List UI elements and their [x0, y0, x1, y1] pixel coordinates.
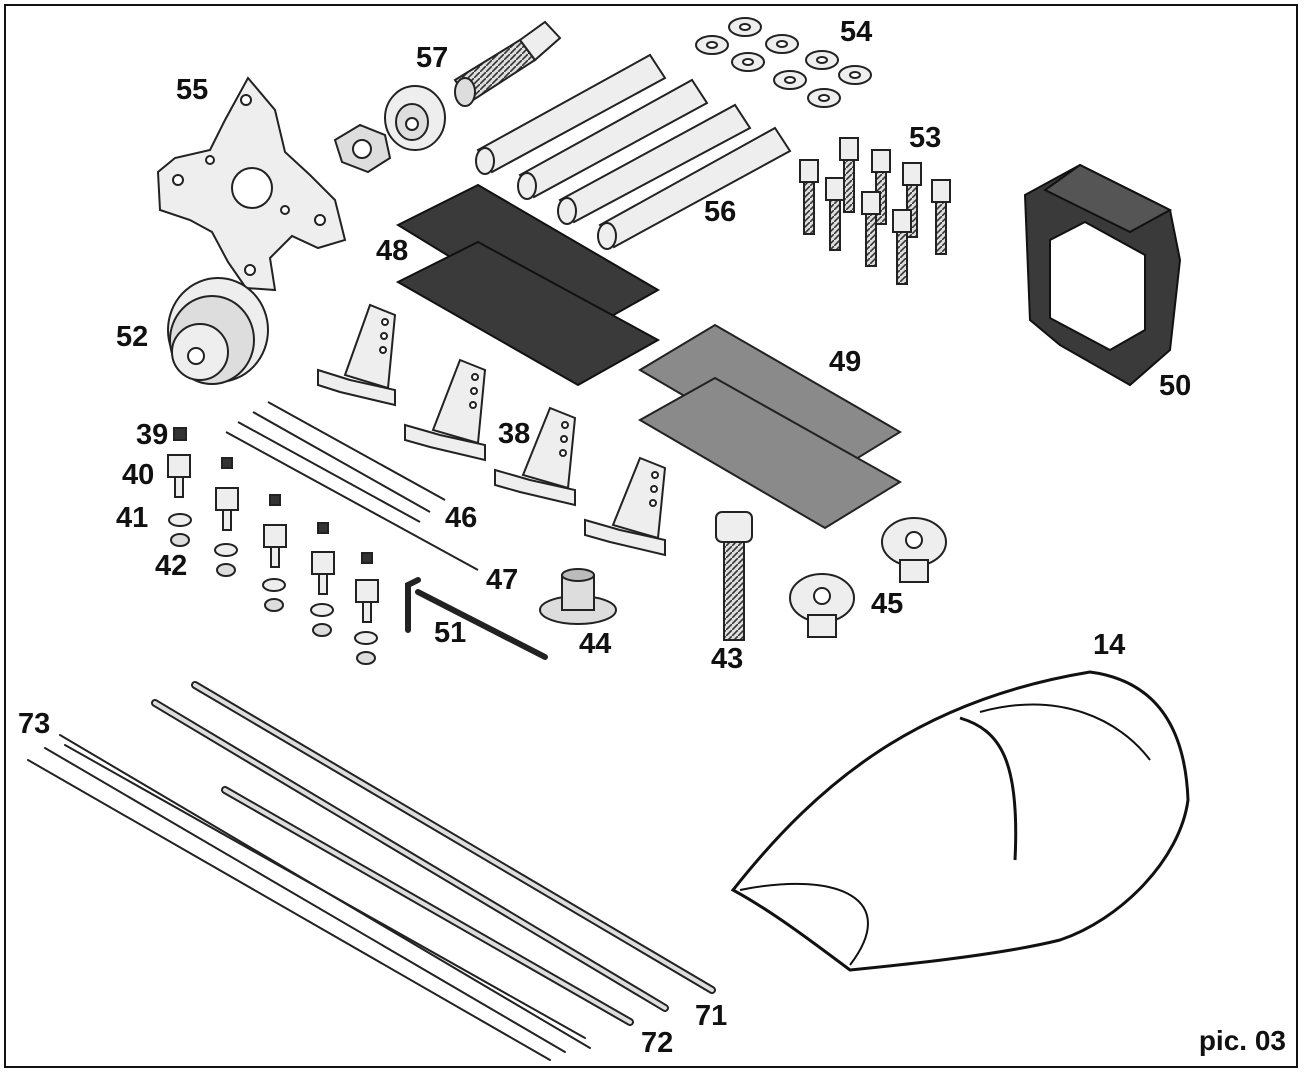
- label-part-72: 72: [641, 1027, 674, 1059]
- label-part-14: 14: [1093, 629, 1126, 661]
- label-part-50: 50: [1159, 370, 1192, 402]
- label-part-38: 38: [498, 418, 531, 450]
- part-43-bolt: [715, 511, 753, 641]
- label-part-47: 47: [486, 564, 519, 596]
- label-part-39: 39: [136, 419, 169, 451]
- part-45-grommets: [789, 517, 947, 638]
- label-part-57: 57: [416, 42, 449, 74]
- label-part-44: 44: [579, 628, 612, 660]
- label-part-56: 56: [704, 196, 737, 228]
- figure-label: pic. 03: [1198, 1025, 1286, 1056]
- part-53-screws: [799, 137, 951, 285]
- label-part-54: 54: [840, 16, 873, 48]
- label-part-73: 73: [18, 708, 51, 740]
- part-55-motor-mount: [156, 76, 347, 292]
- label-part-41: 41: [116, 502, 149, 534]
- label-part-46: 46: [445, 502, 478, 534]
- part-49-pads: [637, 323, 902, 530]
- part-71-72-73-rods: [27, 681, 716, 1061]
- label-part-71: 71: [695, 1000, 728, 1032]
- part-52-spinner: [167, 277, 269, 385]
- part-14-canopy: [730, 670, 1190, 972]
- part-44-t-nut: [539, 568, 617, 625]
- part-50-rubber-frame: [1023, 163, 1182, 387]
- label-part-48: 48: [376, 235, 409, 267]
- part-57-prop-adapter: [333, 20, 562, 174]
- part-46-47-pushrods: [225, 401, 479, 571]
- label-part-53: 53: [909, 122, 942, 154]
- part-54-washers: [695, 17, 872, 108]
- part-56-standoffs: [475, 53, 792, 250]
- label-part-40: 40: [122, 459, 155, 491]
- label-part-43: 43: [711, 643, 744, 675]
- label-part-52: 52: [116, 321, 149, 353]
- label-part-55: 55: [176, 74, 209, 106]
- label-part-51: 51: [434, 617, 467, 649]
- part-51-allen-key: [405, 577, 548, 660]
- part-38-control-horns: [317, 303, 667, 557]
- label-part-42: 42: [155, 550, 188, 582]
- label-part-49: 49: [829, 346, 862, 378]
- part-48-pads: [395, 183, 661, 387]
- label-part-45: 45: [871, 588, 904, 620]
- part-39-42-collars: [167, 427, 379, 665]
